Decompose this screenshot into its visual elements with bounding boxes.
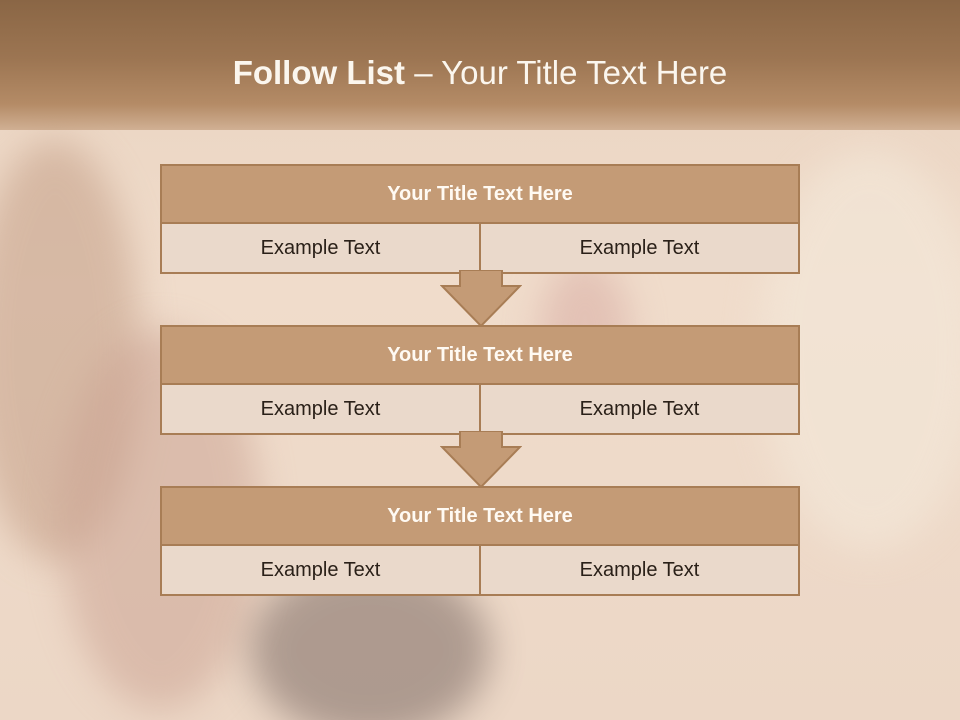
down-arrow-icon (440, 431, 522, 489)
title-rest: – Your Title Text Here (405, 54, 728, 91)
page-title: Follow List – Your Title Text Here (0, 54, 960, 92)
step-text-right: Example Text (479, 224, 798, 272)
title-bold: Follow List (232, 54, 406, 91)
step-text-left: Example Text (260, 558, 381, 581)
step-box-1: Your Title Text Here Example Text Exampl… (160, 164, 800, 274)
step-title: Your Title Text Here (162, 327, 798, 385)
step-text-right: Example Text (479, 546, 798, 594)
step-title: Your Title Text Here (162, 166, 798, 224)
step-box-2: Your Title Text Here Example Text Exampl… (160, 325, 800, 435)
step-box-3: Your Title Text Here Example Text Exampl… (160, 486, 800, 596)
step-text-left: Example Text (260, 236, 381, 259)
step-title: Your Title Text Here (162, 488, 798, 546)
step-text-right: Example Text (479, 385, 798, 433)
header-band (0, 0, 960, 130)
step-text-left: Example Text (260, 397, 381, 420)
down-arrow-icon (440, 270, 522, 328)
